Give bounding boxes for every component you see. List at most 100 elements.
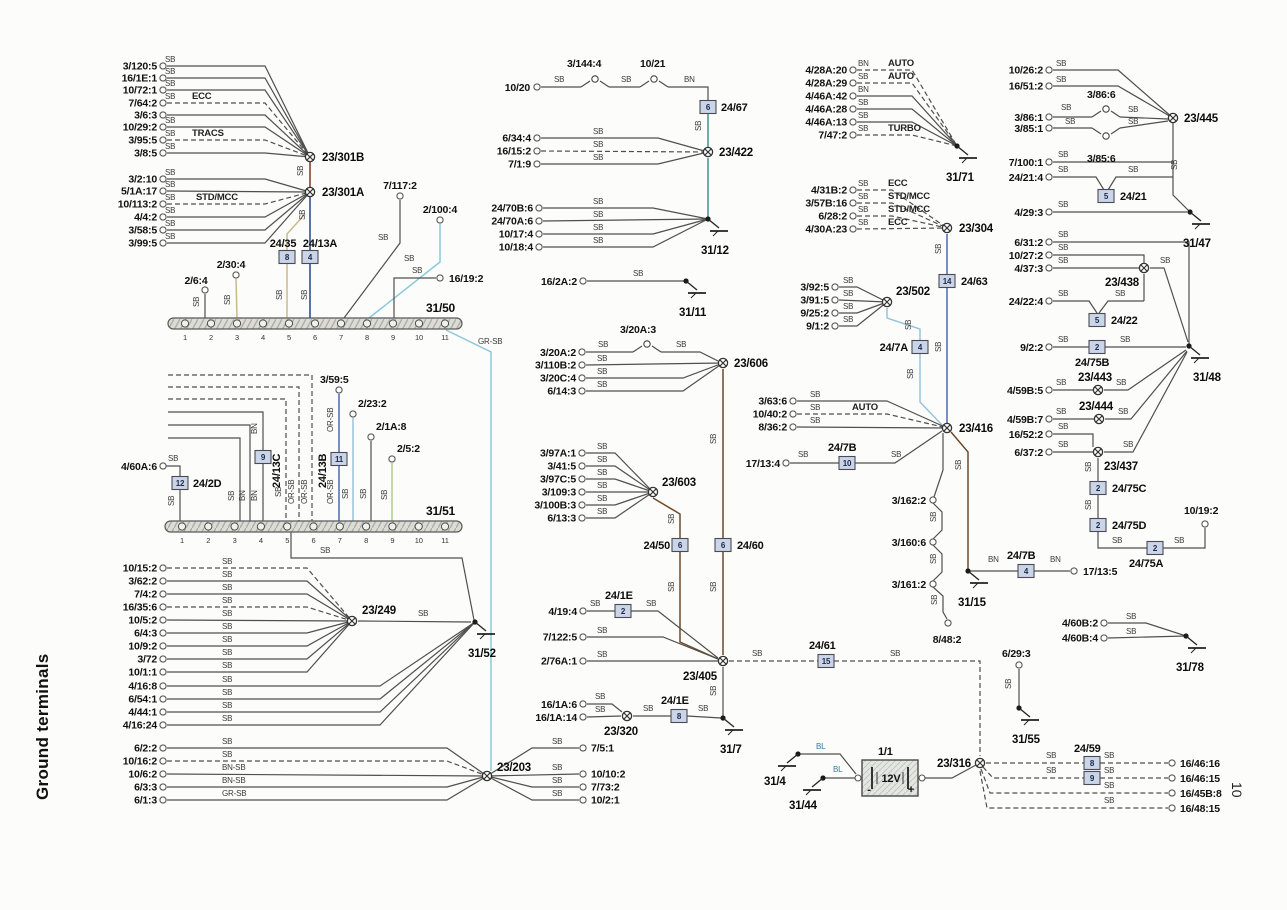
wire	[166, 190, 311, 193]
splice-label: 23/416	[959, 423, 993, 435]
splice-label: 23/405	[683, 671, 718, 683]
battery	[854, 759, 926, 797]
terminal-circle	[159, 62, 167, 70]
terminal-circle	[436, 274, 444, 282]
wire-color-label: SB	[165, 142, 175, 151]
terminal-circle	[1070, 567, 1078, 575]
busbar-pin-number: 7	[339, 333, 343, 342]
wire-color-label: SB	[165, 232, 175, 241]
ground-symbol	[685, 280, 706, 299]
connector-box-label: 24/75A	[1129, 558, 1164, 570]
busbar-pin-number: 10	[415, 333, 423, 342]
connector-box	[1146, 540, 1164, 556]
terminal-label: 24/70B:6	[491, 203, 533, 215]
wire-color-label: SB	[1058, 256, 1068, 265]
wire-color-label: SB	[1046, 751, 1056, 760]
wire	[834, 660, 981, 756]
wire-color-label: SB	[552, 737, 562, 746]
busbar-pin-number: 2	[209, 333, 213, 342]
wire	[586, 715, 622, 718]
wire	[167, 747, 488, 777]
terminal-label: 10/16:2	[123, 756, 158, 768]
connector-box-number: 4	[918, 343, 923, 352]
wire-color-label: SB	[341, 489, 350, 499]
wire-color-label: GR-SB	[478, 337, 502, 346]
splice-label: 23/603	[662, 477, 696, 489]
terminal-label: 6/28:2	[818, 211, 847, 223]
terminal-circle	[578, 462, 586, 470]
wire-color-label: SB	[676, 340, 686, 349]
wire	[167, 621, 476, 726]
terminal-label: 6/37:2	[1014, 447, 1043, 459]
wire-color-label: SB	[298, 210, 307, 220]
bridge-symbol	[580, 75, 610, 88]
wire-color-label: BN	[988, 555, 999, 564]
terminal-label: 16/2A:2	[541, 276, 577, 288]
wire-color-label: SB	[593, 223, 603, 232]
wire-color-label: SB	[597, 367, 607, 376]
wire-color-label: SB	[1120, 335, 1130, 344]
wire-color-label: SB	[165, 193, 175, 202]
busbar-pin	[284, 319, 294, 328]
bridge-label: 3/20A:3	[620, 324, 656, 336]
wire-color-label: SB	[930, 595, 939, 605]
splice-symbol	[941, 222, 953, 234]
connector-box-label: 24/59	[1074, 743, 1101, 755]
terminal-label: 2/30:4	[217, 259, 246, 271]
wire	[586, 478, 654, 493]
wire	[586, 362, 724, 379]
wire	[168, 437, 241, 521]
bridge-label: 10/21	[640, 58, 666, 70]
wire	[1053, 176, 1105, 191]
splice-symbol	[481, 770, 493, 782]
page-number: 10	[1229, 782, 1245, 798]
wire-color-label: SB	[752, 649, 762, 658]
terminal-circle	[578, 348, 586, 356]
terminal-label: 6/3:3	[134, 782, 157, 794]
wire	[168, 424, 251, 521]
ground-label: 31/7	[720, 744, 742, 756]
wire-color-label: SB	[1128, 165, 1138, 174]
wire-color-label: SB	[1126, 612, 1136, 621]
connector-box-number: 2	[1096, 521, 1101, 530]
wire	[1053, 85, 1174, 119]
terminal-label: 3/41:5	[547, 461, 576, 473]
wire-color-label: SB	[165, 219, 175, 228]
wire	[167, 191, 311, 231]
terminal-label: 3/6:3	[134, 110, 157, 122]
terminal-circle	[789, 397, 797, 405]
wire-color-label: SB	[1056, 407, 1066, 416]
wire-color-label: SB	[222, 688, 232, 697]
symbol-layer	[159, 62, 1210, 812]
wire	[857, 69, 958, 147]
wire-color-label: SB	[1128, 105, 1138, 114]
bridge-symbol	[632, 340, 662, 353]
function-tag: STD/MCC	[888, 191, 930, 202]
wire-color-label: SB	[300, 290, 309, 300]
splice-symbol	[974, 757, 986, 769]
terminal-circle	[159, 590, 167, 598]
wire	[857, 121, 958, 147]
connector-box	[1088, 339, 1106, 355]
busbar-pin	[414, 522, 423, 531]
terminal-circle	[849, 199, 857, 207]
terminal-label: 2/1A:8	[376, 421, 407, 433]
wire-color-label: SB	[709, 434, 718, 444]
wire-color-label: SB	[222, 714, 232, 723]
terminal-circle	[1015, 661, 1023, 669]
ground-symbol	[474, 621, 495, 640]
wire	[167, 191, 311, 218]
connector-box-label: 24/61	[809, 640, 836, 652]
battery-voltage: 12V	[882, 773, 902, 785]
busbar-pin	[230, 522, 239, 531]
wire-color-label: SB	[167, 496, 176, 506]
wire-color-label: SB	[1126, 627, 1136, 636]
terminal-circle	[159, 200, 167, 208]
busbar-pin	[232, 319, 242, 328]
connector-box-number: 9	[1090, 774, 1095, 783]
wire	[668, 86, 709, 100]
terminal-circle	[1045, 113, 1053, 121]
wire-color-label: SB	[597, 494, 607, 503]
splice-label: 23/444	[1079, 401, 1114, 413]
